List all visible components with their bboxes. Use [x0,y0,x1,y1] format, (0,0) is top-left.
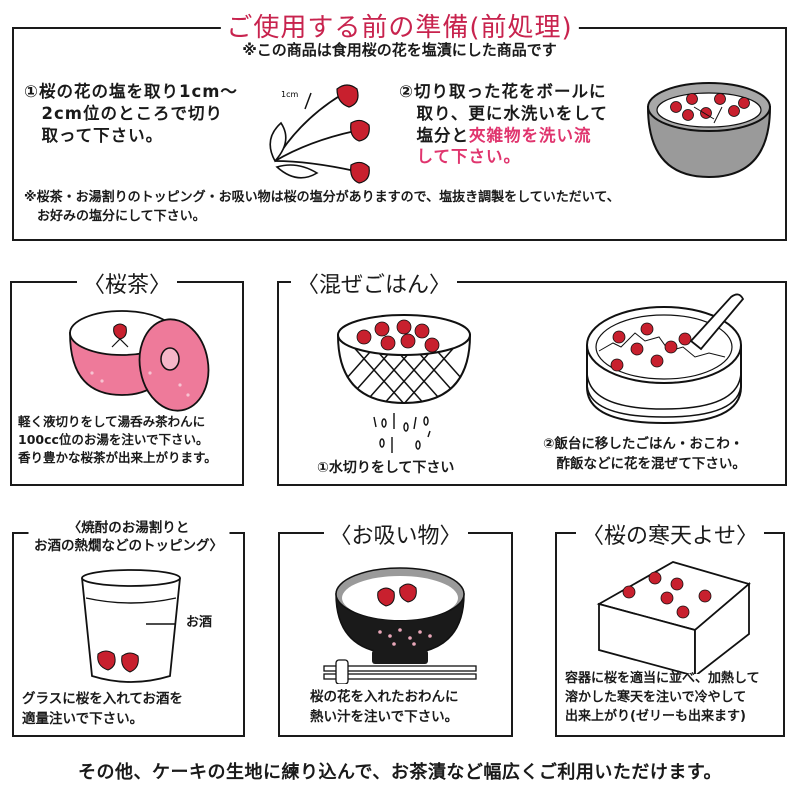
glass-illustration [81,569,181,683]
sakura-tea-section: 〈桜茶〉 軽く液切りをして湯呑み茶わんに 100cc位のお湯を注いで下さい。 香… [10,267,244,486]
clear-soup-section: 〈お吸い物〉 桜の花を入れたおわんに 熱い汁を注いで下さい。 [278,518,513,737]
prep-step-2: ②切り取った花をボールに 取り、更に水洗いをして 塩分と夾雑物を洗い流 して下さ… [399,82,608,167]
highlight-text: して下さい。 [399,147,522,167]
sakura-kanten-description: 容器に桜を適当に並べ、加熱して 溶かした寒天を注いで冷やして 出来上がり(ゼリー… [565,671,760,724]
highlight-text: 夾雑物を洗い流 [469,125,592,145]
mixed-rice-step-1: ①水切りをして下さい [317,460,455,476]
mixed-rice-section: 〈混ぜごはん〉 ①水切りをして下さい [277,267,787,486]
kanten-block-illustration [596,561,751,674]
sakura-kanten-section: 〈桜の寒天よせ〉 容器に桜を適当に並べ、加熱して 溶かした寒天を注いで冷やして … [555,518,785,737]
shochu-topping-title: 〈焼酎のお湯割りと お酒の熱燗などのトッピング〉 [28,520,229,556]
rice-tub-illustration [586,293,745,425]
sakura-tea-title: 〈桜茶〉 [76,267,178,299]
mixed-rice-title: 〈混ぜごはん〉 [291,267,458,299]
strainer-illustration [336,314,472,453]
clear-soup-description: 桜の花を入れたおわんに 熱い汁を注いで下さい。 [310,689,459,725]
mixed-rice-step-2: ②飯台に移したごはん・おこわ・ 酢飯などに花を混ぜて下さい。 [543,436,746,472]
tea-cup-illustration [69,310,210,412]
footer-note: その他、ケーキの生地に練り込んで、お茶漬など幅広くご利用いただけます。 [77,762,723,783]
preparation-title: ご使用する前の準備(前処理) [220,7,579,44]
sake-label: お酒 [186,615,213,630]
shochu-description: グラスに桜を入れてお酒を 適量注いで下さい。 [22,691,183,727]
sakura-kanten-title: 〈桜の寒天よせ〉 [575,518,765,550]
svg-text:1cm: 1cm [281,90,298,99]
sakura-tea-description: 軽く液切りをして湯呑み茶わんに 100cc位のお湯を注いで下さい。 香り豊かな桜… [18,414,217,466]
preparation-note: ※桜茶・お湯割りのトッピング・お吸い物は桜の塩分がありますので、塩抜き調製をして… [24,190,620,224]
washing-bowl-illustration [646,82,772,179]
prep-step-1: ①桜の花の塩を取り1cm～ 2cm位のところで切り 取って下さい。 [24,82,238,145]
clear-soup-title: 〈お吸い物〉 [323,518,468,550]
shochu-topping-section: 〈焼酎のお湯割りと お酒の熱燗などのトッピング〉 お酒 グラスに桜を入れてお酒を… [12,520,245,737]
preparation-subtitle: ※この商品は食用桜の花を塩漬にした商品です [242,41,557,59]
soup-bowl-illustration [323,567,477,684]
blossom-stems-illustration: 1cm [269,84,370,184]
preparation-section: ご使用する前の準備(前処理) ※この商品は食用桜の花を塩漬にした商品です ①桜の… [12,7,787,241]
